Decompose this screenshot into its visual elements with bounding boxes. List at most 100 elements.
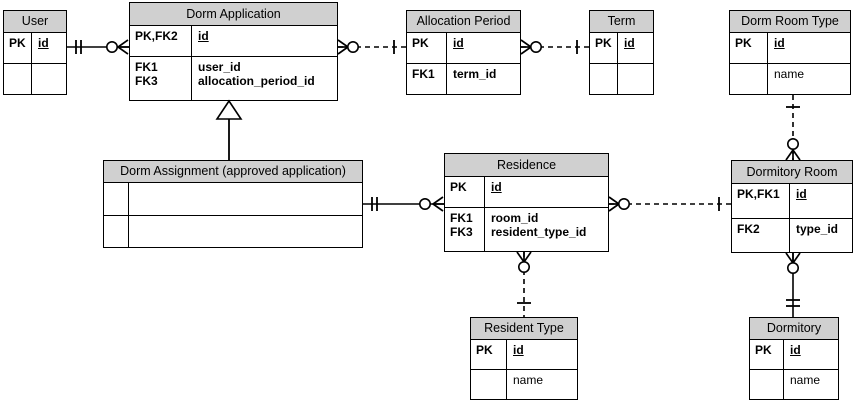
attribute-label: id — [790, 343, 801, 357]
entity-section: PK id — [407, 33, 520, 63]
key-label: FK3 — [135, 73, 158, 88]
key-label: PK — [595, 36, 612, 50]
entity-section: PK id — [471, 340, 577, 369]
key-column: PK — [590, 33, 618, 63]
entity-sections-dorm-assignment — [104, 183, 362, 247]
attribute-label: term_id — [453, 67, 497, 81]
entity-title-dormitory-room: Dormitory Room — [732, 161, 852, 184]
relationship-residence-dormitory-room — [608, 196, 731, 212]
key-label: PK — [755, 343, 772, 357]
attribute-column: id — [618, 33, 653, 63]
attribute-column: id — [485, 177, 608, 207]
attribute-column: id — [790, 184, 852, 218]
key-column: PK — [4, 33, 32, 63]
key-label: PK,FK1 — [737, 187, 780, 201]
relationship-inheritance-dorm-assignment — [215, 99, 243, 160]
entity-section: name — [471, 369, 577, 399]
attribute-column: id — [507, 340, 577, 369]
entity-title-dormitory: Dormitory — [750, 318, 838, 340]
entity-section: PK,FK2 id — [130, 26, 337, 56]
attribute-column — [32, 64, 66, 94]
entity-dorm-assignment[interactable]: Dorm Assignment (approved application) — [103, 160, 363, 248]
key-label: PK — [9, 36, 26, 50]
entity-section: PK,FK1 id — [732, 184, 852, 218]
attribute-label: id — [491, 180, 502, 194]
attribute-column: id — [192, 26, 337, 56]
key-label — [755, 373, 778, 387]
entity-section — [104, 214, 362, 248]
key-label: PK — [476, 343, 493, 357]
entity-section — [4, 63, 66, 94]
attribute-label — [135, 186, 357, 200]
relationship-dorm-assignment-residence — [363, 196, 444, 212]
key-label — [9, 67, 26, 81]
attribute-label: name — [790, 373, 821, 387]
entity-section: name — [750, 369, 838, 399]
key-column — [750, 370, 784, 399]
attribute-label: allocation_period_id — [198, 73, 315, 88]
attribute-label — [135, 219, 357, 233]
key-column: PK — [471, 340, 507, 369]
key-label: PK,FK2 — [135, 29, 178, 43]
key-column — [471, 370, 507, 399]
key-column — [730, 64, 768, 94]
attribute-label: name — [774, 67, 805, 81]
relationship-allocation-period-term — [520, 39, 589, 55]
entity-section — [104, 183, 362, 215]
attribute-column — [618, 64, 653, 94]
key-label — [735, 67, 762, 81]
entity-title-user: User — [4, 11, 66, 33]
key-label — [109, 219, 123, 233]
entity-title-allocation-period: Allocation Period — [407, 11, 520, 33]
key-label — [476, 373, 501, 387]
attribute-column — [129, 183, 362, 215]
relationship-dorm-room-type-dormitory-room — [785, 95, 801, 161]
attribute-column: name — [768, 64, 850, 94]
attribute-label: id — [624, 36, 635, 50]
key-label: FK1 — [135, 59, 158, 74]
entity-section: PK id — [750, 340, 838, 369]
entity-title-resident-type: Resident Type — [471, 318, 577, 340]
entity-title-term: Term — [590, 11, 653, 33]
attribute-label: user_id — [198, 59, 241, 74]
entity-section — [590, 63, 653, 94]
entity-title-dorm-application: Dorm Application — [130, 3, 337, 26]
attribute-label: id — [453, 36, 464, 50]
attribute-column: id — [32, 33, 66, 63]
entity-sections-user: PK id — [4, 33, 66, 94]
attribute-label: id — [796, 187, 807, 201]
relationship-dormitory-room-dormitory — [785, 252, 801, 317]
relationship-residence-resident-type — [516, 251, 532, 317]
attribute-label: id — [198, 29, 209, 43]
key-label: PK — [412, 36, 429, 50]
key-column — [104, 215, 129, 247]
attribute-column: id — [447, 33, 520, 63]
attribute-column — [129, 216, 362, 248]
entity-sections-dormitory: PK id name — [750, 340, 838, 399]
entity-title-residence: Residence — [445, 154, 608, 177]
attribute-column: id — [768, 33, 850, 63]
attribute-label: type_id — [796, 221, 839, 236]
attribute-column: id — [784, 340, 838, 369]
attribute-column: term_id — [447, 64, 520, 94]
